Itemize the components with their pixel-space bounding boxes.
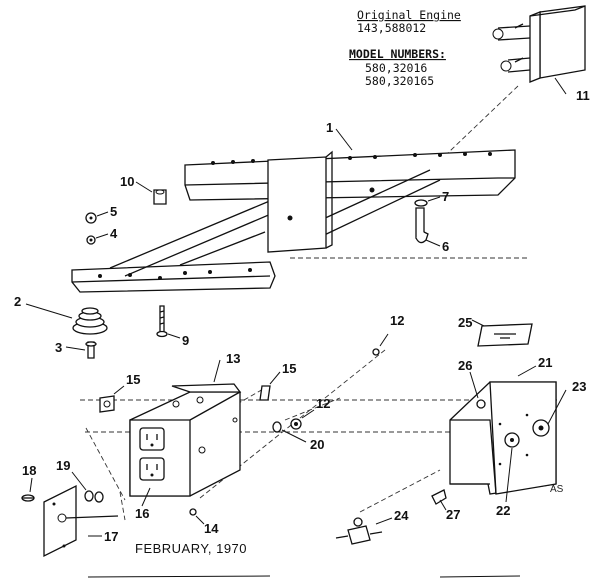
callout-14: 14	[204, 521, 219, 536]
frame-holes	[98, 152, 492, 280]
model-number-2: 580,320165	[365, 74, 434, 88]
callout-10: 10	[120, 174, 134, 189]
artist-mark: AS	[550, 484, 564, 495]
callout-12-mid: 12	[316, 396, 330, 411]
callout-15-left: 15	[126, 372, 140, 387]
callout-23: 23	[572, 379, 586, 394]
callout-20: 20	[310, 437, 324, 452]
model-number-1: 580,32016	[365, 61, 427, 75]
callout-4: 4	[110, 226, 118, 241]
callout-1: 1	[326, 120, 333, 135]
part-24-connector	[335, 517, 393, 545]
part-12-grommet-mid	[290, 409, 315, 430]
callout-2: 2	[14, 294, 21, 309]
callout-6: 6	[442, 239, 449, 254]
callout-13: 13	[226, 351, 240, 366]
callout-18: 18	[22, 463, 36, 478]
callout-3: 3	[55, 340, 62, 355]
callout-27: 27	[446, 507, 460, 522]
part-14-screw	[189, 508, 205, 525]
part-4-washer	[86, 233, 109, 245]
part-18-screw	[21, 477, 35, 502]
part-15-clip-right	[259, 371, 281, 401]
part-26-grommet	[469, 371, 486, 409]
part-19-washers	[71, 471, 104, 503]
part-20-grommet	[272, 421, 307, 443]
model-numbers-label: MODEL NUMBERS:	[349, 47, 446, 61]
part-22-switch	[504, 432, 520, 503]
part-27-clip	[431, 489, 447, 511]
part-3-screw	[65, 341, 97, 359]
part-9-bolt	[156, 305, 181, 339]
part-10-nut	[135, 181, 167, 205]
bottom-rule	[87, 575, 271, 578]
part-2-spring	[25, 303, 108, 335]
diagram-date: FEBRUARY, 1970	[135, 541, 247, 556]
part-7-screw	[414, 196, 441, 207]
part-16-receptacle	[139, 427, 165, 481]
engine-label: Original Engine	[357, 8, 461, 22]
header-block: Original Engine 143,588012 MODEL NUMBERS…	[349, 8, 461, 88]
part-1-frame	[71, 128, 516, 293]
part-6-clamp	[415, 207, 441, 247]
callout-15-right: 15	[282, 361, 296, 376]
callout-16: 16	[135, 506, 149, 521]
bottom-rule-right	[439, 575, 521, 578]
part-12-grommet-top	[372, 333, 389, 356]
callout-9: 9	[182, 333, 189, 348]
callout-25: 25	[458, 315, 472, 330]
callout-5: 5	[110, 204, 117, 219]
part-17-cover-plate	[43, 484, 119, 558]
callout-19: 19	[56, 458, 70, 473]
callout-24: 24	[394, 508, 409, 523]
part-25-decal	[471, 319, 533, 347]
callout-7: 7	[442, 189, 449, 204]
part-23-switch	[532, 389, 567, 437]
callout-22: 22	[496, 503, 510, 518]
engine-number: 143,588012	[357, 21, 426, 35]
callout-21: 21	[538, 355, 552, 370]
callout-26: 26	[458, 358, 472, 373]
callout-11: 11	[576, 88, 590, 103]
callout-17: 17	[104, 529, 118, 544]
callout-labels: 1 2 3 4 5 6 7 10 9 11 12 12 13 14 15 15 …	[14, 88, 590, 544]
part-13-outlet-box	[129, 359, 242, 507]
callout-12-top: 12	[390, 313, 404, 328]
part-5-washer	[85, 211, 109, 224]
part-11-plug	[492, 5, 586, 95]
part-21-switch-box	[449, 365, 567, 503]
part-15-clip-left	[99, 385, 125, 413]
